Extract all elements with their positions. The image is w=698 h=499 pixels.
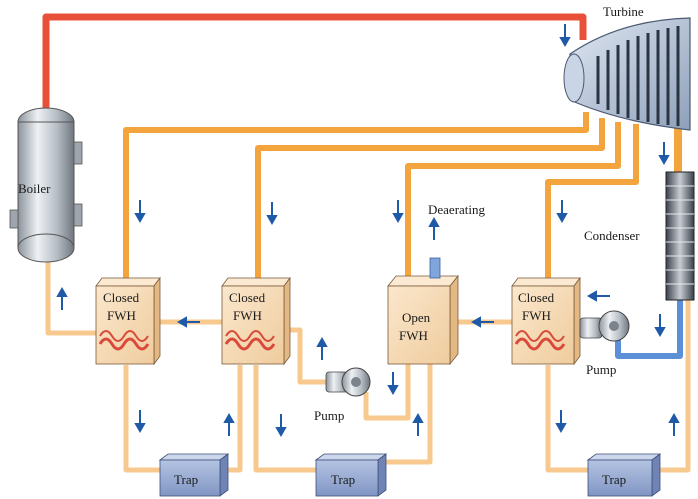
arrow-up-icon <box>428 216 440 240</box>
trap-2: Trap <box>314 453 388 497</box>
arrow-left-icon <box>470 316 494 328</box>
arrow-down-icon <box>387 372 399 396</box>
pump-2: Pump <box>579 310 630 377</box>
arrow-down-icon <box>134 200 146 224</box>
trap-3: Trap <box>586 453 662 497</box>
trap-3-label: Trap <box>602 472 626 487</box>
condenser: Condenser <box>584 171 695 301</box>
closed-fwh-1-label-line2: FWH <box>107 308 136 323</box>
condenser-label: Condenser <box>584 228 640 243</box>
closed-fwh-2-label-line2: FWH <box>233 308 262 323</box>
arrow-up-icon <box>316 336 328 360</box>
pump-1: Pump <box>314 367 371 423</box>
closed-fwh-3-label-line1: Closed <box>518 290 555 305</box>
trap-1-label: Trap <box>174 472 198 487</box>
arrow-down-icon <box>658 142 670 166</box>
condensate-line <box>615 300 683 359</box>
closed-fwh-1: Closed FWH <box>95 276 161 366</box>
arrow-up-icon <box>56 286 68 310</box>
arrow-left-icon <box>586 290 610 302</box>
arrow-down-icon <box>134 410 146 434</box>
turbine-label: Turbine <box>603 4 644 19</box>
arrow-up-icon <box>412 412 424 436</box>
open-fwh: Open FWH Deaerating <box>387 202 486 366</box>
pump-2-label: Pump <box>586 362 616 377</box>
closed-fwh-3: Closed FWH <box>511 276 581 366</box>
flow-arrows <box>56 24 680 438</box>
open-fwh-label-line1: Open <box>402 310 431 325</box>
boiler-label: Boiler <box>18 181 51 196</box>
open-fwh-label-line2: FWH <box>399 328 428 343</box>
closed-fwh-2: Closed FWH <box>221 276 291 366</box>
arrow-up-icon <box>223 412 235 436</box>
arrow-left-icon <box>176 316 200 328</box>
closed-fwh-3-label-line2: FWH <box>522 308 551 323</box>
arrow-down-icon <box>559 24 571 48</box>
arrow-up-icon <box>668 412 680 436</box>
main-steam-line <box>42 13 587 112</box>
extraction-lines <box>123 112 639 282</box>
deaerating-label: Deaerating <box>428 202 486 217</box>
arrow-down-icon <box>654 314 666 338</box>
trap-2-label: Trap <box>331 472 355 487</box>
closed-fwh-1-label-line1: Closed <box>103 290 140 305</box>
boiler: Boiler <box>9 107 83 263</box>
turbine: Turbine <box>563 4 691 131</box>
trap-1: Trap <box>158 453 230 497</box>
arrow-down-icon <box>556 200 568 224</box>
arrow-down-icon <box>275 414 287 438</box>
arrow-down-icon <box>555 410 567 434</box>
arrow-down-icon <box>266 202 278 226</box>
pump-1-label: Pump <box>314 408 344 423</box>
closed-fwh-2-label-line1: Closed <box>229 290 266 305</box>
arrow-down-icon <box>392 200 404 224</box>
